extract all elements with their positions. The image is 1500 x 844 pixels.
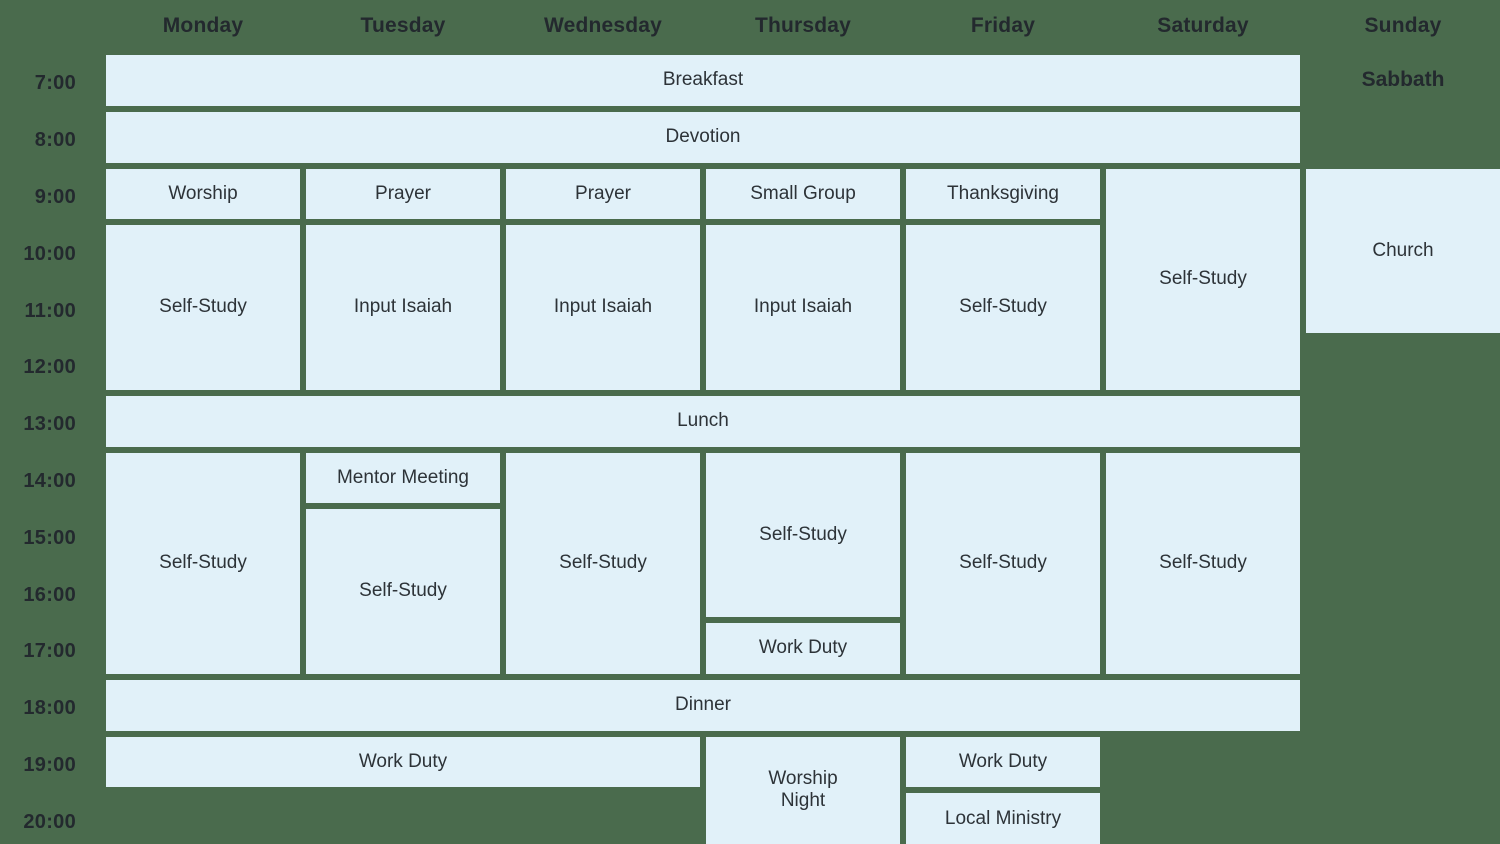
event-card-self-study[interactable]: Self-Study <box>506 452 700 674</box>
event-card-input-isaiah[interactable]: Input Isaiah <box>506 225 700 390</box>
event-card-lunch[interactable]: Lunch <box>106 395 1300 447</box>
event-card-devotion[interactable]: Devotion <box>106 111 1300 163</box>
event-card-church[interactable]: Church <box>1306 168 1500 333</box>
event-card-thanksgiving[interactable]: Thanksgiving <box>906 168 1100 220</box>
event-card-input-isaiah[interactable]: Input Isaiah <box>706 225 900 390</box>
time-label-18-00: 18:00 <box>23 697 76 720</box>
time-label-8-00: 8:00 <box>34 129 76 152</box>
event-card-dinner[interactable]: Dinner <box>106 679 1300 731</box>
time-label-10-00: 10:00 <box>23 242 76 265</box>
event-card-work-duty[interactable]: Work Duty <box>106 736 700 788</box>
event-card-worship-night[interactable]: Worship Night <box>706 736 900 844</box>
time-label-16-00: 16:00 <box>23 583 76 606</box>
day-header-sunday: Sunday <box>1364 14 1442 37</box>
event-card-self-study[interactable]: Self-Study <box>106 225 300 390</box>
event-card-work-duty[interactable]: Work Duty <box>706 623 900 674</box>
day-header-saturday: Saturday <box>1157 14 1249 37</box>
event-card-self-study[interactable]: Self-Study <box>1106 452 1300 674</box>
note-sabbath: Sabbath <box>1361 68 1445 92</box>
event-card-self-study[interactable]: Self-Study <box>306 509 500 674</box>
event-card-input-isaiah[interactable]: Input Isaiah <box>306 225 500 390</box>
event-card-self-study[interactable]: Self-Study <box>1106 168 1300 390</box>
event-card-self-study[interactable]: Self-Study <box>906 225 1100 390</box>
day-header-friday: Friday <box>970 14 1036 37</box>
event-card-local-ministry[interactable]: Local Ministry <box>906 793 1100 844</box>
event-card-prayer[interactable]: Prayer <box>506 168 700 220</box>
event-card-mentor-meeting[interactable]: Mentor Meeting <box>306 452 500 504</box>
event-card-worship[interactable]: Worship <box>106 168 300 220</box>
time-label-20-00: 20:00 <box>23 810 76 833</box>
event-card-self-study[interactable]: Self-Study <box>906 452 1100 674</box>
event-card-self-study[interactable]: Self-Study <box>106 452 300 674</box>
time-label-19-00: 19:00 <box>23 754 76 776</box>
event-card-breakfast[interactable]: Breakfast <box>106 55 1300 106</box>
event-card-prayer[interactable]: Prayer <box>306 168 500 220</box>
event-card-work-duty[interactable]: Work Duty <box>906 736 1100 788</box>
time-label-14-00: 14:00 <box>23 470 76 492</box>
time-label-7-00: 7:00 <box>34 72 76 95</box>
time-label-15-00: 15:00 <box>23 526 76 549</box>
event-card-self-study[interactable]: Self-Study <box>706 452 900 617</box>
event-card-small-group[interactable]: Small Group <box>706 168 900 220</box>
time-label-17-00: 17:00 <box>23 640 76 663</box>
time-label-12-00: 12:00 <box>23 356 76 379</box>
day-header-monday: Monday <box>162 14 244 37</box>
time-label-9-00: 9:00 <box>34 186 76 208</box>
time-label-11-00: 11:00 <box>24 299 76 322</box>
time-label-13-00: 13:00 <box>23 413 76 436</box>
day-header-thursday: Thursday <box>754 14 852 37</box>
day-header-tuesday: Tuesday <box>360 14 446 37</box>
day-header-wednesday: Wednesday <box>543 14 663 37</box>
